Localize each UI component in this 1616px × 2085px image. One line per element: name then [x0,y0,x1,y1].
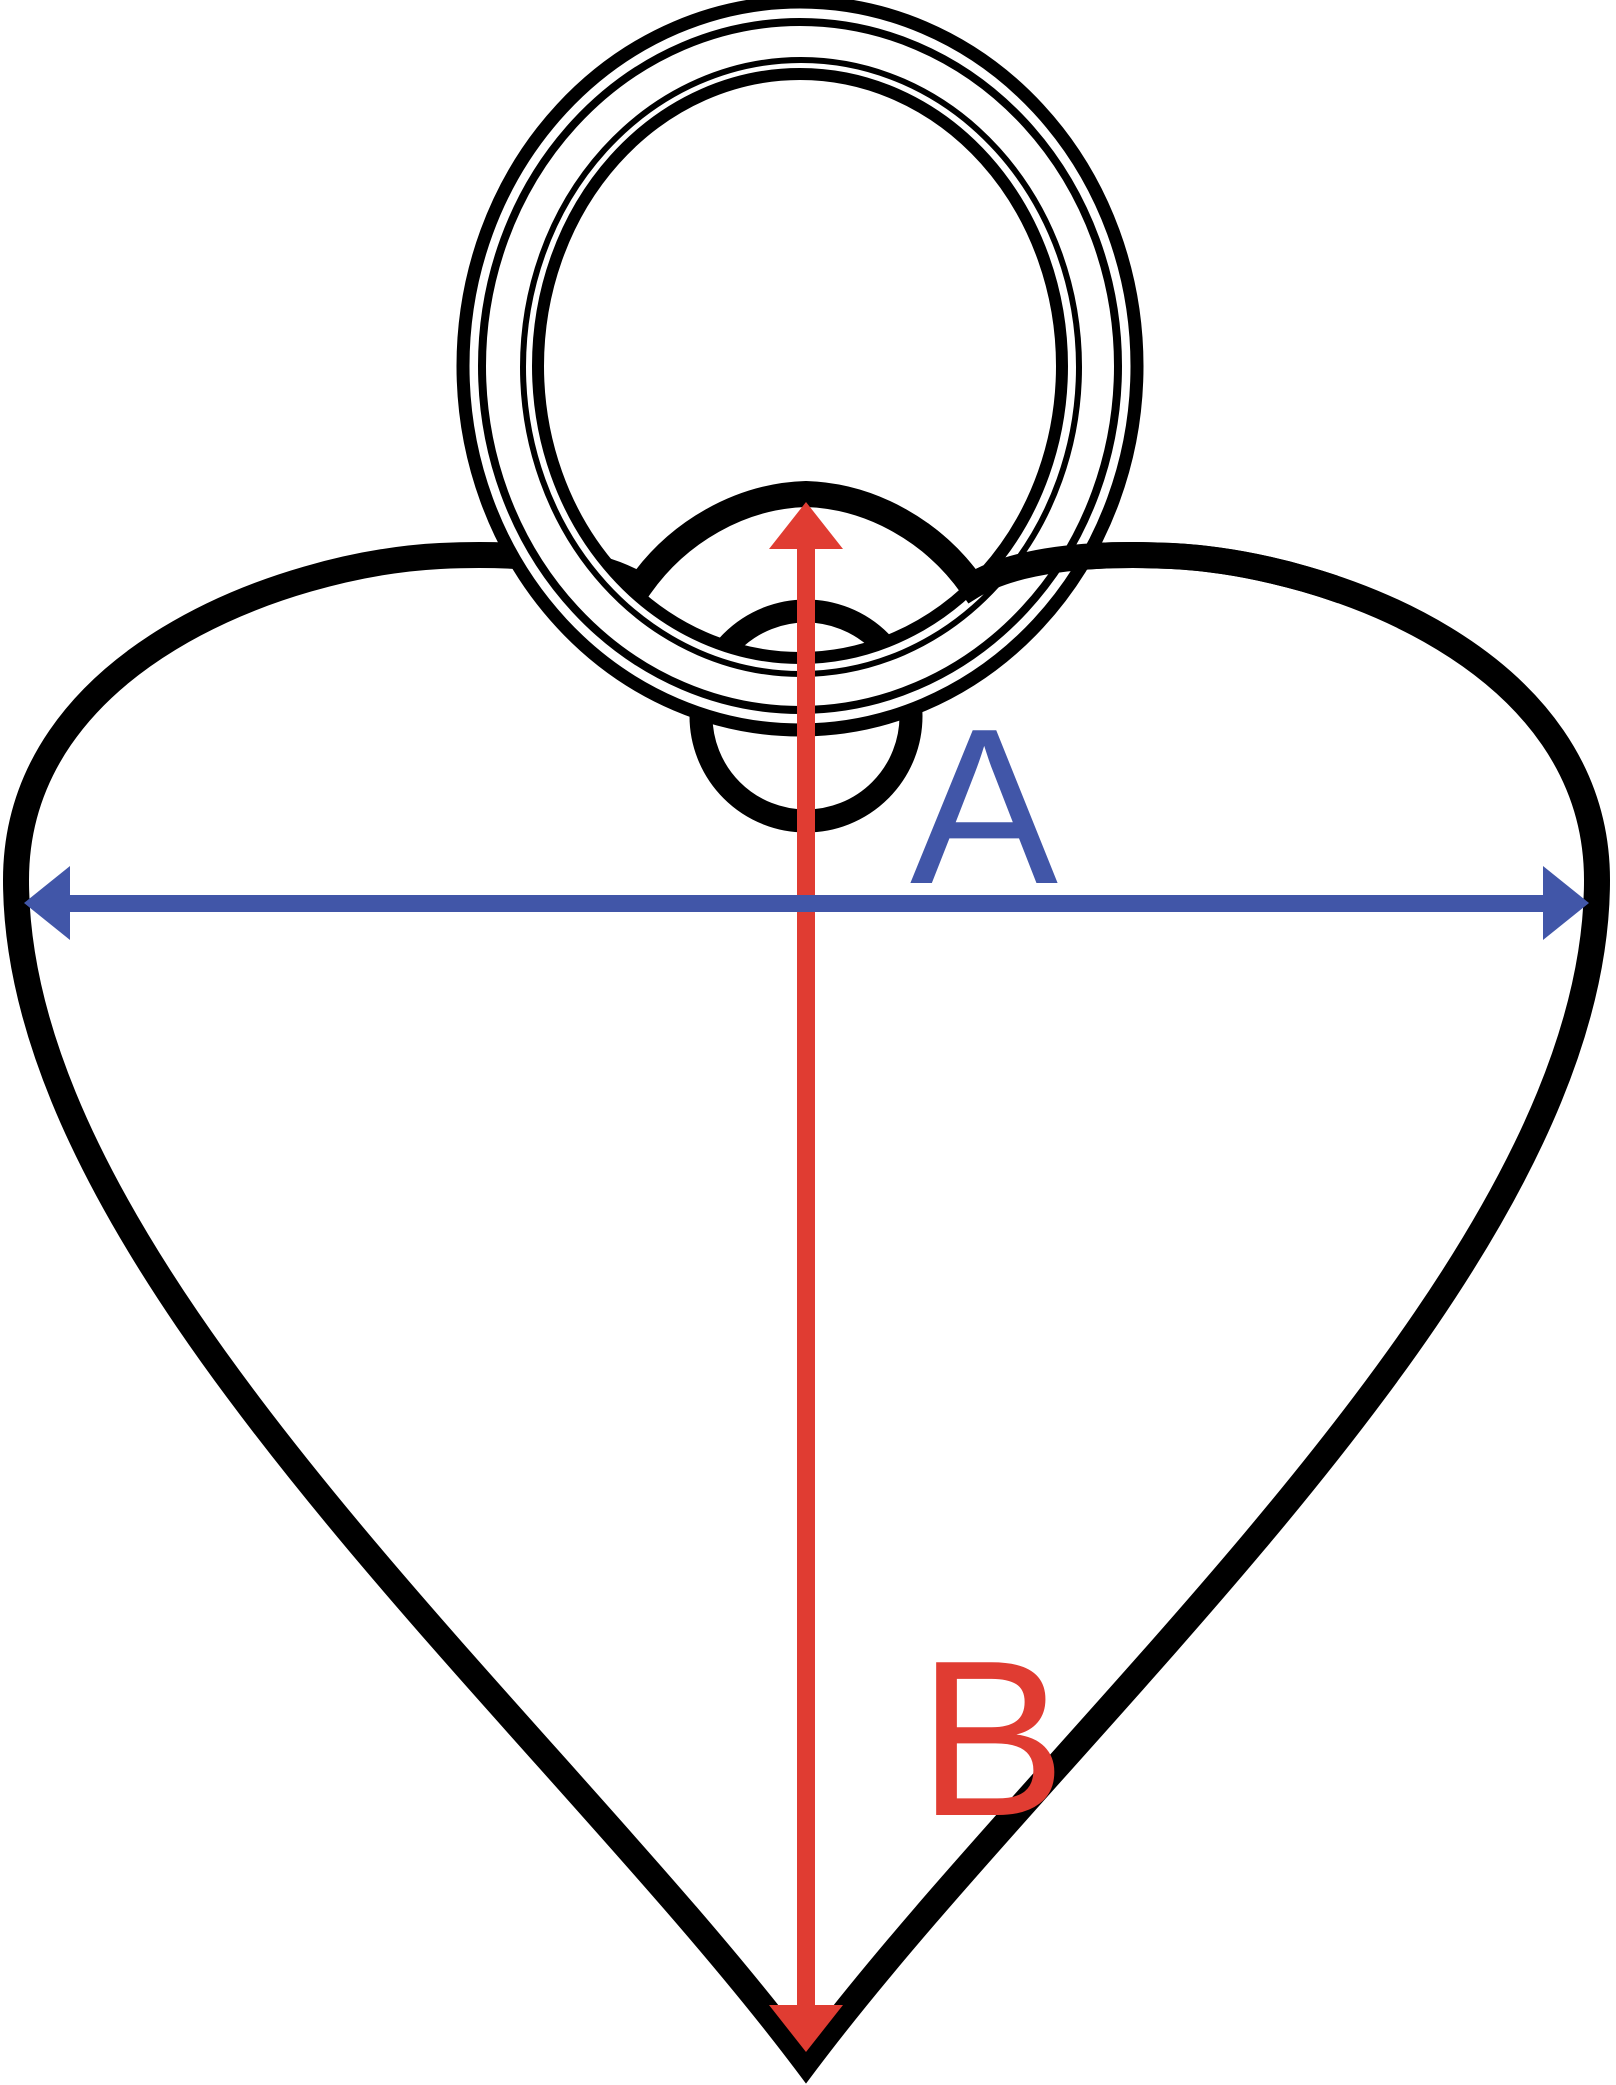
width-arrow-shaft [66,895,1548,912]
height-label: B [918,1615,1066,1863]
width-arrow-head-left [24,866,70,940]
heart-outline-over-ring [928,523,1338,604]
width-label: A [910,683,1058,931]
width-arrow [24,866,1589,940]
height-arrow-head-bottom [769,2005,843,2052]
height-arrow-shaft [797,540,815,2012]
height-arrow-head-top [769,502,843,549]
width-arrow-head-right [1543,866,1589,940]
